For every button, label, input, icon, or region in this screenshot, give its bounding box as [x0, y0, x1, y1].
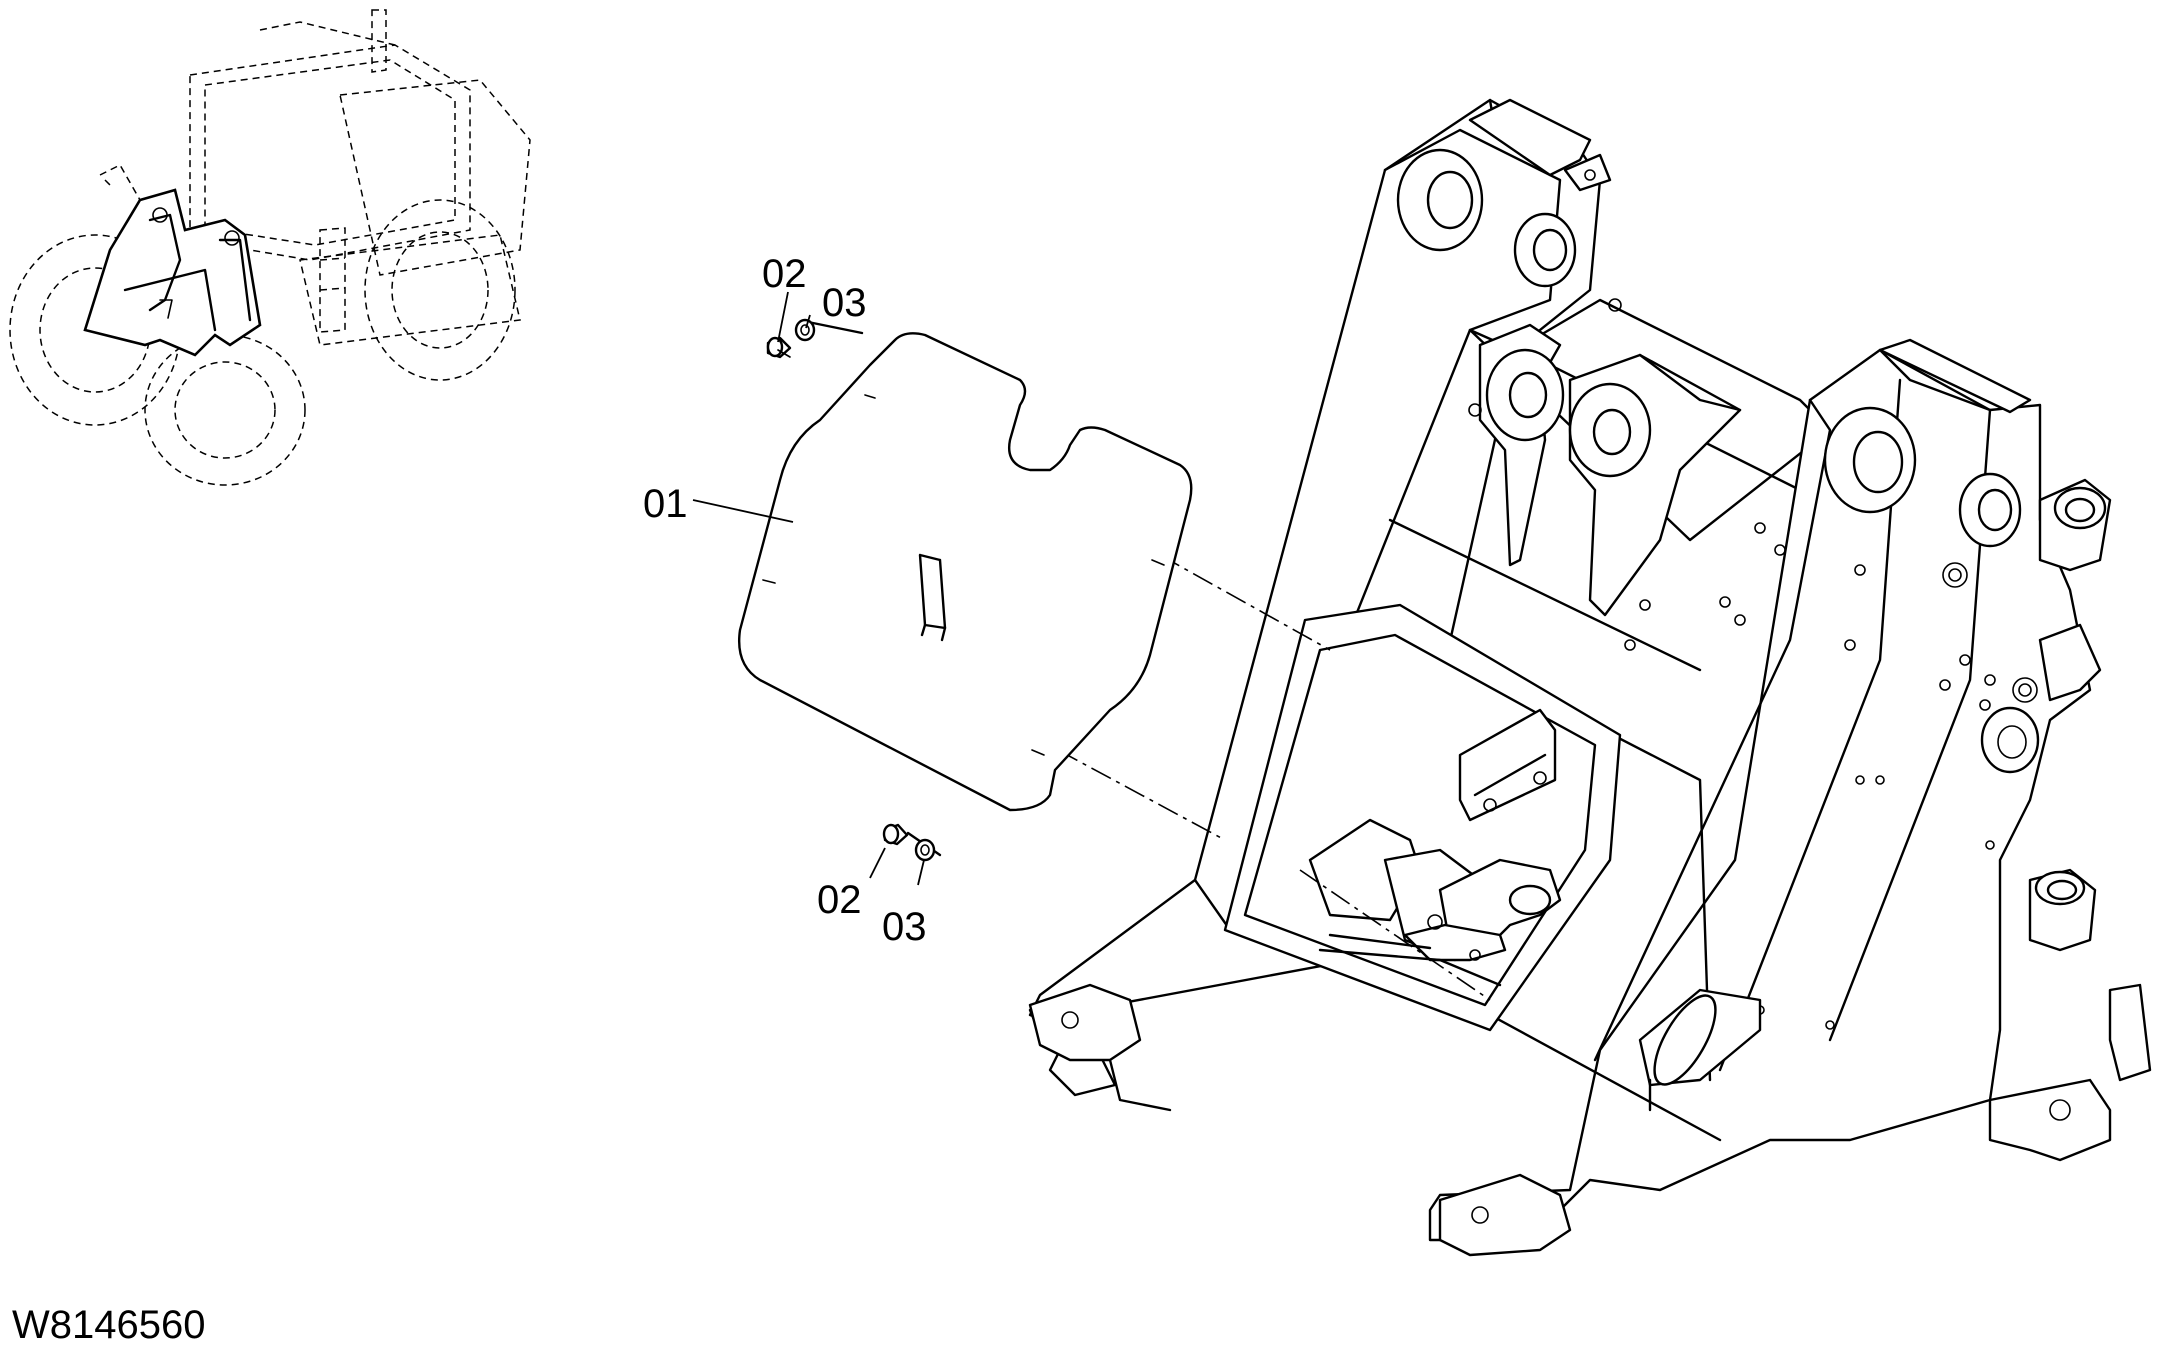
bolt-part-02-top: [766, 336, 792, 359]
drawing-id: W8146560: [12, 1303, 205, 1347]
callout-01-cover-plate: 01: [643, 482, 688, 526]
callout-leaders: [692, 291, 925, 886]
washer-part-03-top: [794, 318, 816, 342]
callout-03-washer-bottom: 03: [882, 905, 927, 949]
callout-02-bolt-top: 02: [762, 252, 807, 296]
front-frame: [1028, 98, 2152, 1257]
assembly-center-lines: [806, 320, 1491, 1001]
washer-part-03-bottom: [914, 838, 936, 862]
bolt-part-02-bottom: [882, 823, 909, 846]
machine-locator-thumbnail: [9, 9, 531, 486]
callout-02-bolt-bottom: 02: [817, 878, 862, 922]
callout-03-washer-top: 03: [822, 281, 867, 325]
cover-plate-part-01: [738, 332, 1193, 812]
